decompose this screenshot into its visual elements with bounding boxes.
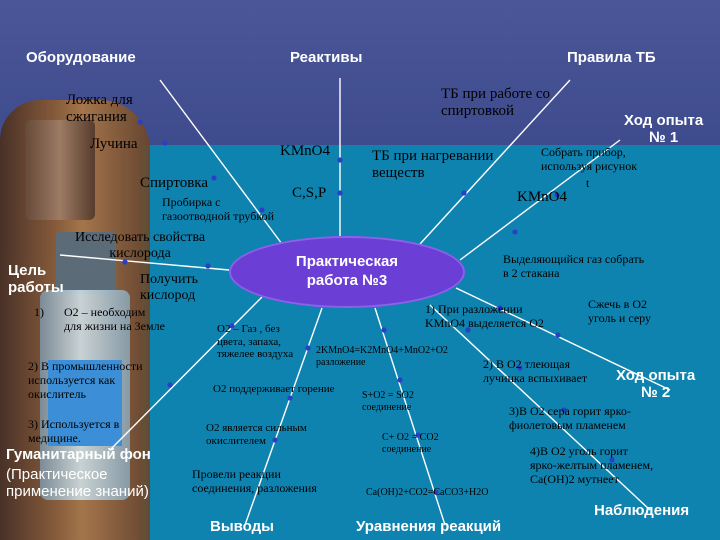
heading-goal: Цель работы [8, 262, 64, 297]
humanitarian-marker: 1) [34, 305, 44, 319]
node-dot [609, 457, 615, 463]
node-dot [555, 332, 561, 338]
node-dot [517, 365, 523, 371]
equation-item: Ca(OH)2+CO2=CaCO3+H2O [366, 487, 489, 498]
observation-item: 1) При разложении KMnO4 выделяется O2 [425, 302, 544, 330]
goal-item: Исследовать свойства кислорода [75, 230, 206, 262]
equation-item: S+O2 = SO2 соединение [362, 390, 414, 413]
conclusion-item: O2 является сильным окислителем [206, 422, 307, 447]
node-dot [205, 263, 211, 269]
node-dot [137, 119, 143, 125]
node-dot [337, 190, 343, 196]
node-dot [167, 382, 173, 388]
equation-item: C+ O2 = CO2 соединение [382, 432, 439, 455]
bottle-neck [25, 120, 95, 220]
node-dot [512, 229, 518, 235]
equipment-item: Спиртовка [140, 175, 209, 191]
node-dot [497, 305, 503, 311]
center-title-line1: Практическая [295, 253, 399, 271]
center-title-line2: работа №3 [306, 272, 388, 289]
conclusion-item: Провели реакции соединения, разложения [192, 467, 317, 495]
line-safety [419, 79, 571, 245]
node-dot [415, 432, 421, 438]
vial-label-image [48, 360, 122, 446]
safety-item: ТБ при нагревании веществ [372, 148, 494, 182]
node-dot [162, 140, 168, 146]
line-observations [429, 304, 651, 511]
equation-item: 2KMnO4=K2MnO4+MnO2+O2 разложение [316, 345, 448, 368]
line-exp2 [455, 287, 671, 391]
node-dot [381, 327, 387, 333]
node-dot [433, 489, 439, 495]
heading-safety: Правила ТБ [567, 49, 656, 66]
node-dot [229, 323, 235, 329]
goal-item: Получить кислород [140, 272, 198, 304]
node-dot [272, 437, 278, 443]
line-equations [374, 307, 446, 526]
safety-item: ТБ при работе со спиртовкой [441, 86, 551, 120]
heading-reagents: Реактивы [290, 49, 363, 66]
humanitarian-item: O2 – необходим для жизни на Земле [64, 305, 165, 333]
exp2-item: Сжечь в O2 уголь и серу [588, 297, 651, 325]
line-conclusions [244, 307, 323, 526]
heading-equipment: Оборудование [26, 49, 136, 66]
conclusion-item: O2 – Газ , без цвета, запаха, тяжелее во… [217, 323, 294, 361]
exp1-item: Собрать прибор, используя рисунок [541, 145, 638, 173]
heading-humanitarian-sub: (Практическое применение знаний) [6, 466, 149, 501]
background-panel [142, 145, 720, 540]
heading-conclusions: Выводы [210, 518, 274, 535]
humanitarian-item: 2) В промышленности используется как оки… [28, 359, 143, 401]
equipment-item: Пробирка с газоотводной трубкой [162, 195, 275, 223]
node-dot [465, 327, 471, 333]
node-dot [337, 157, 343, 163]
reagent-item: C,S,P [292, 185, 327, 201]
line-equipment [159, 79, 283, 245]
conclusion-item: O2 поддерживает горение [213, 383, 335, 395]
observation-item: 4)В O2 уголь горит ярко-желтым пламенем,… [530, 444, 654, 486]
observation-item: 2) В O2 тлеющая лучинка вспыхивает [483, 357, 588, 385]
reagent-item: KMnO4 [280, 143, 331, 159]
node-dot [461, 190, 467, 196]
line-humanitarian [109, 296, 263, 451]
node-dot [397, 377, 403, 383]
heading-equations: Уравнения реакций [356, 518, 502, 535]
equipment-item: Ложка для сжигания [66, 92, 133, 126]
humanitarian-item: 3) Используется в медицине. [28, 417, 120, 445]
node-dot [487, 107, 493, 113]
node-dot [287, 395, 293, 401]
node-dot [554, 192, 560, 198]
heading-exp2: Ход опыта № 2 [616, 367, 696, 402]
exp1-item: KMnO4 [517, 189, 568, 205]
line-goal [59, 254, 230, 271]
heading-humanitarian: Гуманитарный фон [6, 446, 151, 463]
center-node: Практическая работа №3 [229, 236, 465, 308]
exp1-heat-mark: t [586, 176, 590, 190]
line-exp1 [459, 139, 621, 261]
node-dot [561, 407, 567, 413]
node-dot [305, 345, 311, 351]
equipment-item: Лучина [90, 136, 138, 152]
observation-item: 3)В O2 сера горит ярко- фиолетовым пламе… [509, 404, 631, 432]
vial-cap-image [56, 232, 116, 294]
node-dot [122, 259, 128, 265]
heading-observations: Наблюдения [594, 502, 690, 519]
heading-exp1: Ход опыта № 1 [624, 112, 704, 147]
exp2-item: Выделяющийся газ собрать в 2 стакана [503, 252, 645, 280]
node-dot [211, 175, 217, 181]
node-dot [259, 207, 265, 213]
